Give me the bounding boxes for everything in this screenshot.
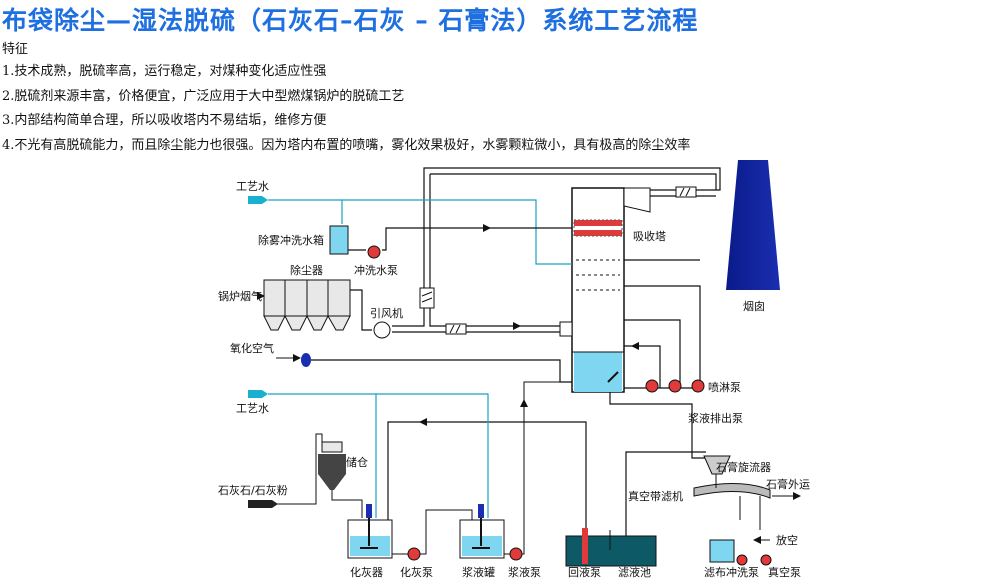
absorber-label: 吸收塔	[633, 229, 666, 243]
absorber-tower	[571, 187, 651, 393]
feature-item-1: 1.技术成熟，脱硫率高，运行稳定，对煤种变化适应性强	[2, 64, 327, 79]
chimney-shape	[726, 160, 780, 290]
return-pump-label: 回液泵	[568, 565, 601, 579]
vent-label: 放空	[776, 533, 798, 547]
wash-pump-label: 冲洗水泵	[354, 263, 398, 277]
lime-pump-icon	[407, 547, 421, 561]
process-water-top-inlet	[248, 196, 268, 204]
slurry-pump-label: 浆液泵	[508, 565, 541, 579]
limestone-powder-inlet	[248, 500, 278, 508]
spray-pump-2-icon	[668, 379, 682, 393]
slurry-tank	[459, 504, 505, 559]
lime-tank-label: 化灰器	[350, 565, 383, 579]
vacuum-pump-icon	[760, 554, 772, 566]
limestone-powder-label: 石灰石/石灰粉	[218, 483, 288, 497]
mist-wash-tank	[329, 225, 349, 255]
filtrate-tank-label: 滤液池	[618, 565, 651, 579]
slurry-pump-icon	[509, 547, 523, 561]
features-heading: 特征	[2, 42, 29, 57]
process-water-bottom-inlet	[248, 390, 268, 398]
dust-collector	[263, 279, 351, 331]
wash-pump-icon	[367, 245, 381, 259]
cloth-wash-pump-icon	[736, 554, 748, 566]
vacuum-belt-filter	[693, 482, 771, 499]
chimney-label: 烟囱	[743, 299, 765, 313]
process-water-bottom-label: 工艺水	[236, 402, 269, 415]
page-title: 布袋除尘—湿法脱硫（石灰石–石灰 – 石膏法）系统工艺流程	[2, 6, 699, 35]
return-pump-shaft	[582, 528, 588, 564]
oxidation-blower-icon	[301, 353, 311, 367]
slurry-discharge-pump-label: 浆液排出泵	[688, 411, 743, 425]
process-water-top-label: 工艺水	[236, 180, 269, 193]
mist-wash-tank-label: 除雾冲洗水箱	[258, 233, 324, 247]
feature-item-2: 2.脱硫剂来源丰富，价格便宜，广泛应用于大中型燃煤锅炉的脱硫工艺	[2, 88, 405, 104]
storage-bin	[318, 441, 346, 490]
feature-item-3: 3.内部结构简单合理，所以吸收塔内不易结垢，维修方便	[2, 113, 327, 128]
cloth-wash-pump-label: 滤布冲洗泵	[704, 565, 759, 579]
gypsum-cyclone	[703, 455, 731, 475]
slurry-tank-label: 浆液罐	[462, 565, 495, 579]
vacuum-belt-filter-label: 真空带滤机	[628, 489, 683, 503]
gypsum-out-label: 石膏外运	[766, 477, 810, 491]
storage-bin-label: 储仓	[346, 455, 368, 469]
gypsum-cyclone-label: 石膏旋流器	[716, 460, 771, 474]
filtrate-tank	[565, 535, 657, 567]
lime-tank	[347, 504, 393, 559]
spray-pump-label: 喷淋泵	[708, 381, 741, 394]
oxidation-air-label: 氧化空气	[230, 341, 274, 355]
vacuum-pump-label: 真空泵	[768, 565, 801, 579]
features-section: 特征 1.技术成熟，脱硫率高，运行稳定，对煤种变化适应性强 2.脱硫剂来源丰富，…	[2, 40, 690, 158]
dust-collector-label: 除尘器	[290, 263, 323, 277]
boiler-flue-gas-label: 锅炉烟气	[218, 289, 262, 303]
feature-item-4: 4.不光有高脱硫能力，而且除尘能力也很强。因为塔内布置的喷嘴，雾化效果极好，水雾…	[2, 137, 691, 153]
process-flow-diagram: 烟囱 吸收塔 除尘器 锅炉烟气	[218, 160, 810, 579]
cloth-wash-tank	[709, 539, 735, 563]
induced-fan-icon	[373, 321, 391, 339]
induced-fan-label: 引风机	[370, 306, 403, 320]
spray-pump-1-icon	[645, 379, 659, 393]
spray-pump-3-icon	[691, 379, 705, 393]
lime-pump-label: 化灰泵	[400, 565, 433, 579]
